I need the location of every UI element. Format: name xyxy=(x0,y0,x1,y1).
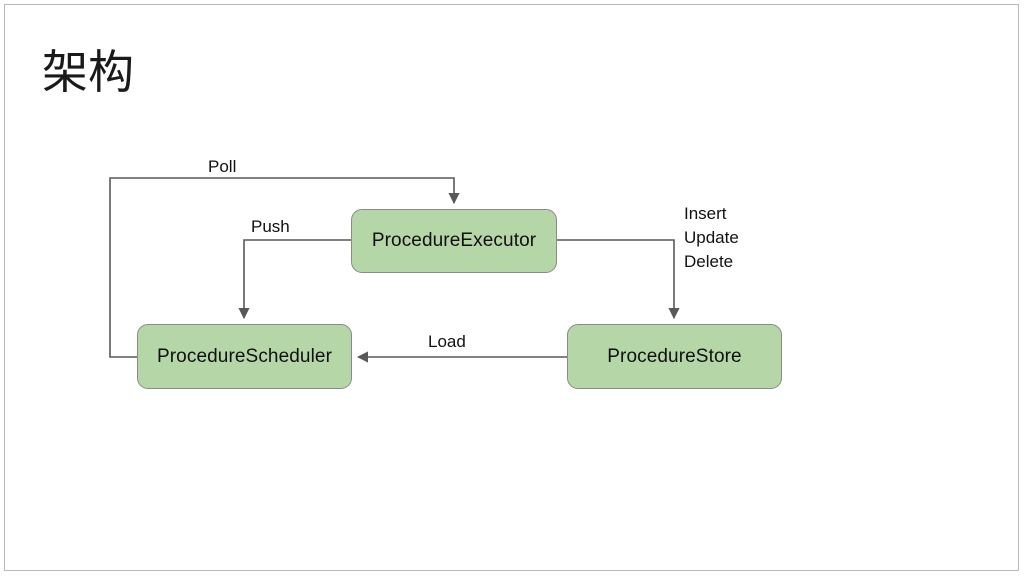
node-label: ProcedureExecutor xyxy=(371,230,537,251)
node-procedure-store[interactable]: ProcedureStore xyxy=(567,324,782,389)
edge-label-poll: Poll xyxy=(208,157,237,176)
edge-label-store-operations: Insert Update Delete xyxy=(684,202,739,274)
page-title: 架构 xyxy=(42,45,134,99)
edge-push-path xyxy=(238,239,351,320)
edge-label-load: Load xyxy=(428,332,466,351)
edge-label-push: Push xyxy=(251,217,290,236)
edge-label-delete: Delete xyxy=(684,252,734,271)
edge-label-update: Update xyxy=(684,228,739,247)
edge-store-ops-path xyxy=(557,239,680,320)
node-procedure-executor[interactable]: ProcedureExecutor xyxy=(351,209,557,273)
edge-poll-path xyxy=(109,177,460,358)
node-label: ProcedureStore xyxy=(607,345,742,367)
node-procedure-scheduler[interactable]: ProcedureScheduler xyxy=(137,324,352,389)
edge-label-insert: Insert xyxy=(684,204,727,223)
node-label: ProcedureScheduler xyxy=(156,345,333,367)
